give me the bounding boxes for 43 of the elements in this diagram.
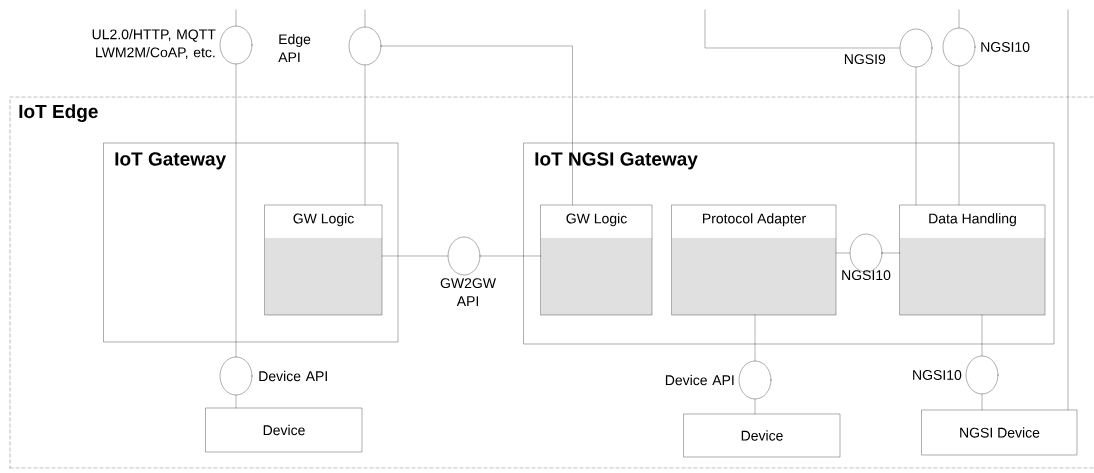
interface-circle (219, 356, 253, 396)
interface-circle (965, 355, 999, 395)
connector-line (235, 395, 237, 408)
interface-circle (899, 28, 933, 68)
connector-line (958, 9, 960, 28)
connector-line (704, 9, 900, 49)
connector-line (836, 252, 850, 254)
connector-line (382, 255, 448, 257)
device-box: Device (205, 407, 363, 453)
connector-line (381, 45, 573, 205)
interface-circle (219, 25, 253, 65)
interface-label: Edge API (278, 33, 311, 63)
interface-circle (942, 27, 976, 67)
connector-line (235, 9, 237, 26)
connector-line (754, 399, 756, 414)
device-box: NGSI Device (921, 409, 1078, 456)
connector-line (235, 64, 237, 357)
connector-line (754, 315, 756, 361)
connector-line (480, 255, 541, 257)
interface-circle (348, 26, 382, 66)
interface-label: NGSI10 (913, 370, 962, 380)
connector-line (882, 252, 900, 254)
interface-label: Device API (665, 374, 734, 386)
interface-label: Device API (259, 370, 327, 382)
connector-line (915, 67, 917, 205)
connector-line (364, 9, 366, 27)
component-box: Protocol Adapter (671, 204, 837, 316)
interface-label: NGSI9 (844, 54, 886, 65)
device-box: Device (683, 413, 841, 458)
component-box: Data Handling (899, 204, 1046, 316)
component-box: GW Logic (540, 204, 653, 316)
interface-label: NGSI10 (842, 270, 891, 281)
interface-circle (738, 360, 772, 400)
connector-line (981, 315, 983, 356)
component-box: GW Logic (264, 204, 383, 316)
connector-line (364, 65, 366, 205)
interface-label: NGSI10 (981, 42, 1030, 52)
connector-line (1067, 9, 1069, 410)
interface-label: GW2GW API (440, 278, 496, 306)
connector-line (958, 66, 960, 205)
interface-label: UL2.0/HTTP, MQTT LWM2M/CoAP, etc. (92, 29, 216, 59)
connector-line (981, 394, 983, 410)
interface-circle (447, 236, 481, 276)
